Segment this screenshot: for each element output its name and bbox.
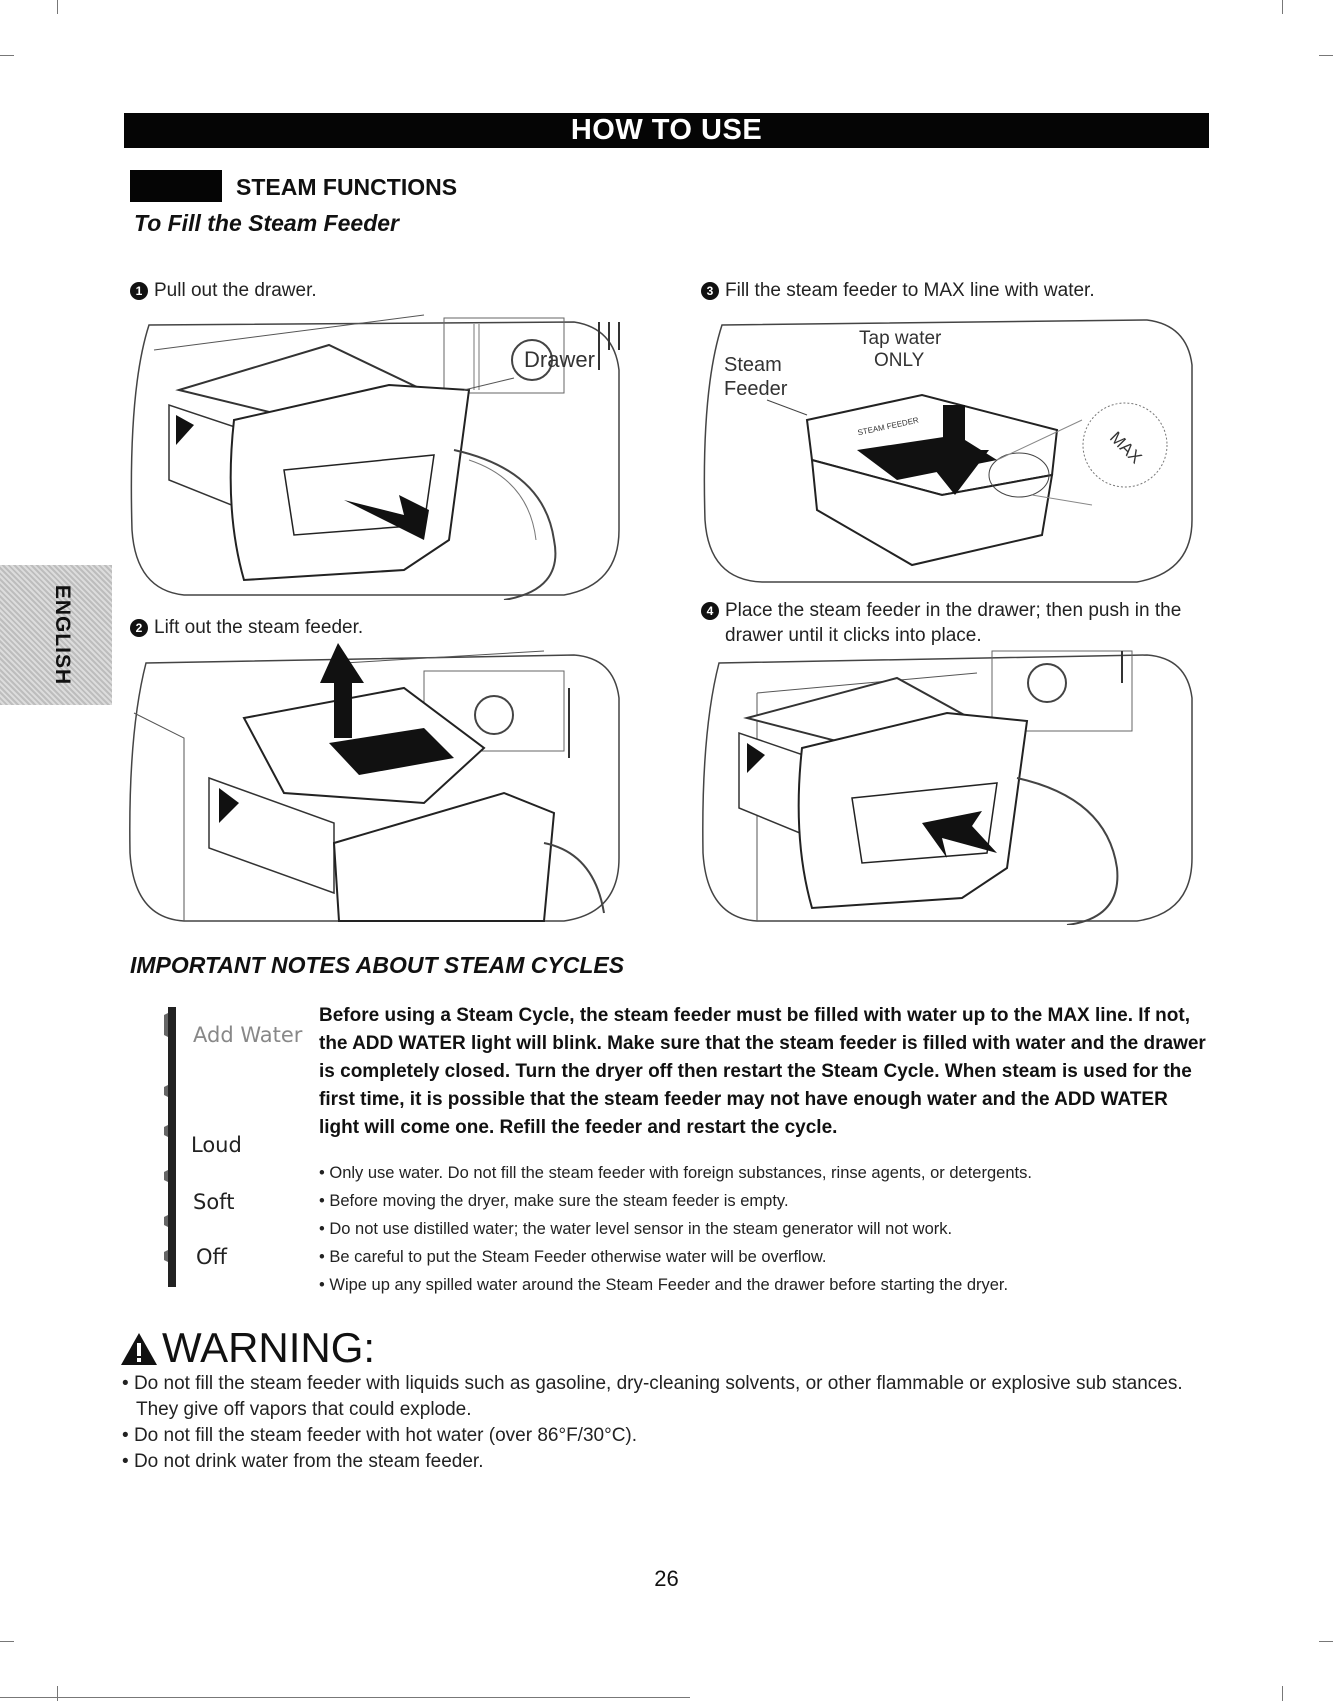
control-panel-strip xyxy=(164,1007,176,1287)
panel-label-off: Off xyxy=(196,1245,227,1269)
crop-mark xyxy=(0,1641,14,1642)
list-item: Do not fill the steam feeder with hot wa… xyxy=(122,1423,1212,1449)
crop-mark xyxy=(57,1686,58,1701)
crop-mark xyxy=(1282,0,1283,14)
warning-icon xyxy=(121,1333,157,1365)
warning-heading: WARNING: xyxy=(120,1325,375,1371)
illustration-pull-drawer: Drawer xyxy=(124,310,624,600)
section-marker xyxy=(130,170,222,202)
panel-label-add-water: Add Water xyxy=(193,1023,303,1047)
crop-mark xyxy=(57,0,58,14)
list-item: Do not fill the steam feeder with liquid… xyxy=(122,1371,1212,1423)
tap-water-label: Tap water xyxy=(859,328,942,349)
steam-notes-list: Only use water. Do not fill the steam fe… xyxy=(319,1159,1219,1299)
crop-mark xyxy=(1319,1641,1333,1642)
steam-notes-paragraph: Before using a Steam Cycle, the steam fe… xyxy=(319,1005,1206,1138)
crop-mark xyxy=(0,55,14,56)
warning-title: WARNING: xyxy=(162,1324,376,1371)
illustration-fill-feeder: Steam Feeder Tap water ONLY STEAM FEEDER… xyxy=(697,310,1197,585)
panel-label-soft: Soft xyxy=(193,1190,235,1214)
drawer-callout: Drawer xyxy=(524,347,595,372)
language-tab xyxy=(0,565,112,705)
crop-mark xyxy=(0,1697,690,1698)
illustration-push-drawer xyxy=(697,643,1197,925)
panel-label-loud: Loud xyxy=(191,1133,242,1157)
only-label: ONLY xyxy=(874,350,925,371)
page-number: 26 xyxy=(654,1566,679,1591)
feeder-label: Feeder xyxy=(724,378,788,400)
list-item: Before moving the dryer, make sure the s… xyxy=(319,1187,1219,1215)
list-item: Wipe up any spilled water around the Ste… xyxy=(319,1271,1219,1299)
step-number: 1 xyxy=(130,282,148,300)
list-item: Do not use distilled water; the water le… xyxy=(319,1215,1219,1243)
illustration-lift-feeder xyxy=(124,643,624,925)
step-number: 2 xyxy=(130,619,148,637)
step-number: 4 xyxy=(701,602,719,620)
step-number: 3 xyxy=(701,282,719,300)
crop-mark xyxy=(1319,55,1333,56)
section-title: STEAM FUNCTIONS xyxy=(236,174,458,200)
list-item: Only use water. Do not fill the steam fe… xyxy=(319,1159,1219,1187)
language-tab-label: ENGLISH xyxy=(51,584,74,686)
notes-title: IMPORTANT NOTES ABOUT STEAM CYCLES xyxy=(130,952,625,978)
list-item: Do not drink water from the steam feeder… xyxy=(122,1449,1212,1475)
subsection-title: To Fill the Steam Feeder xyxy=(134,210,399,236)
warning-list: Do not fill the steam feeder with liquid… xyxy=(122,1371,1212,1475)
steam-label: Steam xyxy=(724,354,782,376)
crop-mark xyxy=(1282,1686,1283,1701)
page-header: HOW TO USE xyxy=(124,113,1209,148)
list-item: Be careful to put the Steam Feeder other… xyxy=(319,1243,1219,1271)
